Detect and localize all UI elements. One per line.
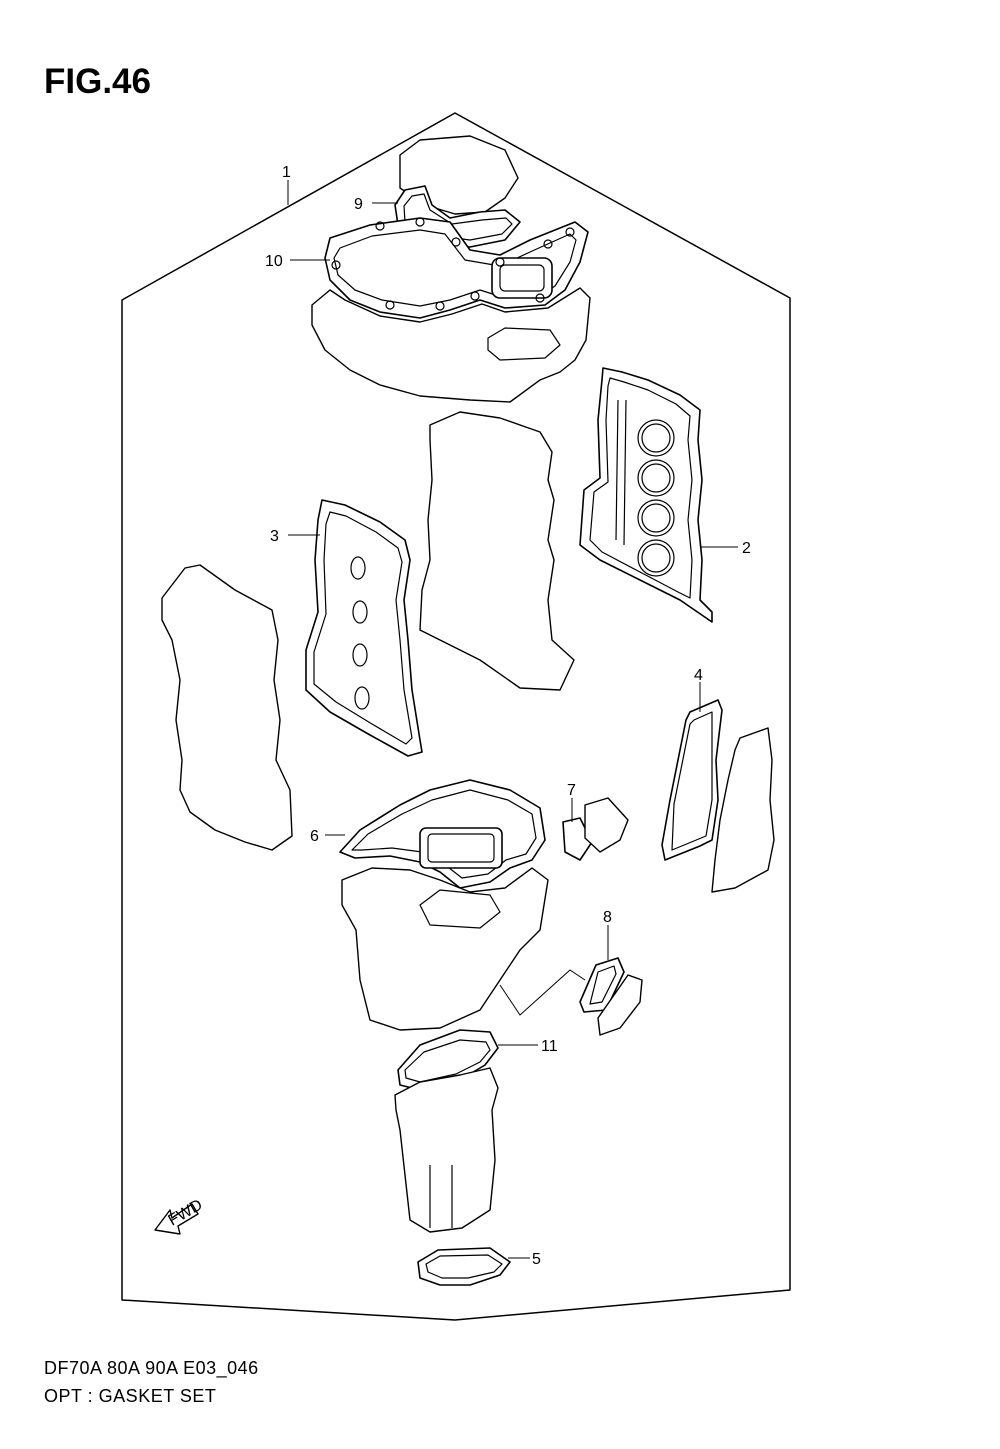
fwd-label: FWD [166,1197,206,1230]
figure-title: FIG.46 [44,62,151,101]
callout-3: 3 [270,528,279,545]
item-3-gasket [305,499,423,757]
callout-5: 5 [532,1251,541,1268]
callout-2: 2 [742,540,751,557]
model-code: DF70A 80A 90A E03_046 [44,1358,259,1378]
callout-11: 11 [541,1038,558,1055]
cylinder-block-gasket-view [419,411,575,691]
item-8-gasket [579,957,643,1036]
callout-6: 6 [310,828,319,845]
head-cover-assembly [311,135,591,403]
side-cover-gasket-view [161,564,293,851]
callout-4: 4 [694,667,703,684]
figure-description: OPT : GASKET SET [44,1386,217,1406]
callout-10: 10 [265,253,283,270]
item-4-gasket [661,699,775,893]
callout-9: 9 [354,196,363,213]
gasket-set-boundary [121,112,791,1321]
fwd-arrow-icon: FWD [154,1197,206,1235]
callout-labels: 1 9 10 3 2 4 6 7 8 11 5 [265,164,751,1268]
callout-1: 1 [282,164,291,181]
item-11-gasket [394,1029,499,1233]
leader-lines [287,180,738,1259]
item-7-gasket [562,797,629,861]
callout-8: 8 [603,909,612,926]
item-5-gasket [417,1247,511,1286]
callout-7: 7 [567,782,576,799]
item-6-gasket [339,779,586,1031]
item-2-head-gasket [579,367,713,623]
